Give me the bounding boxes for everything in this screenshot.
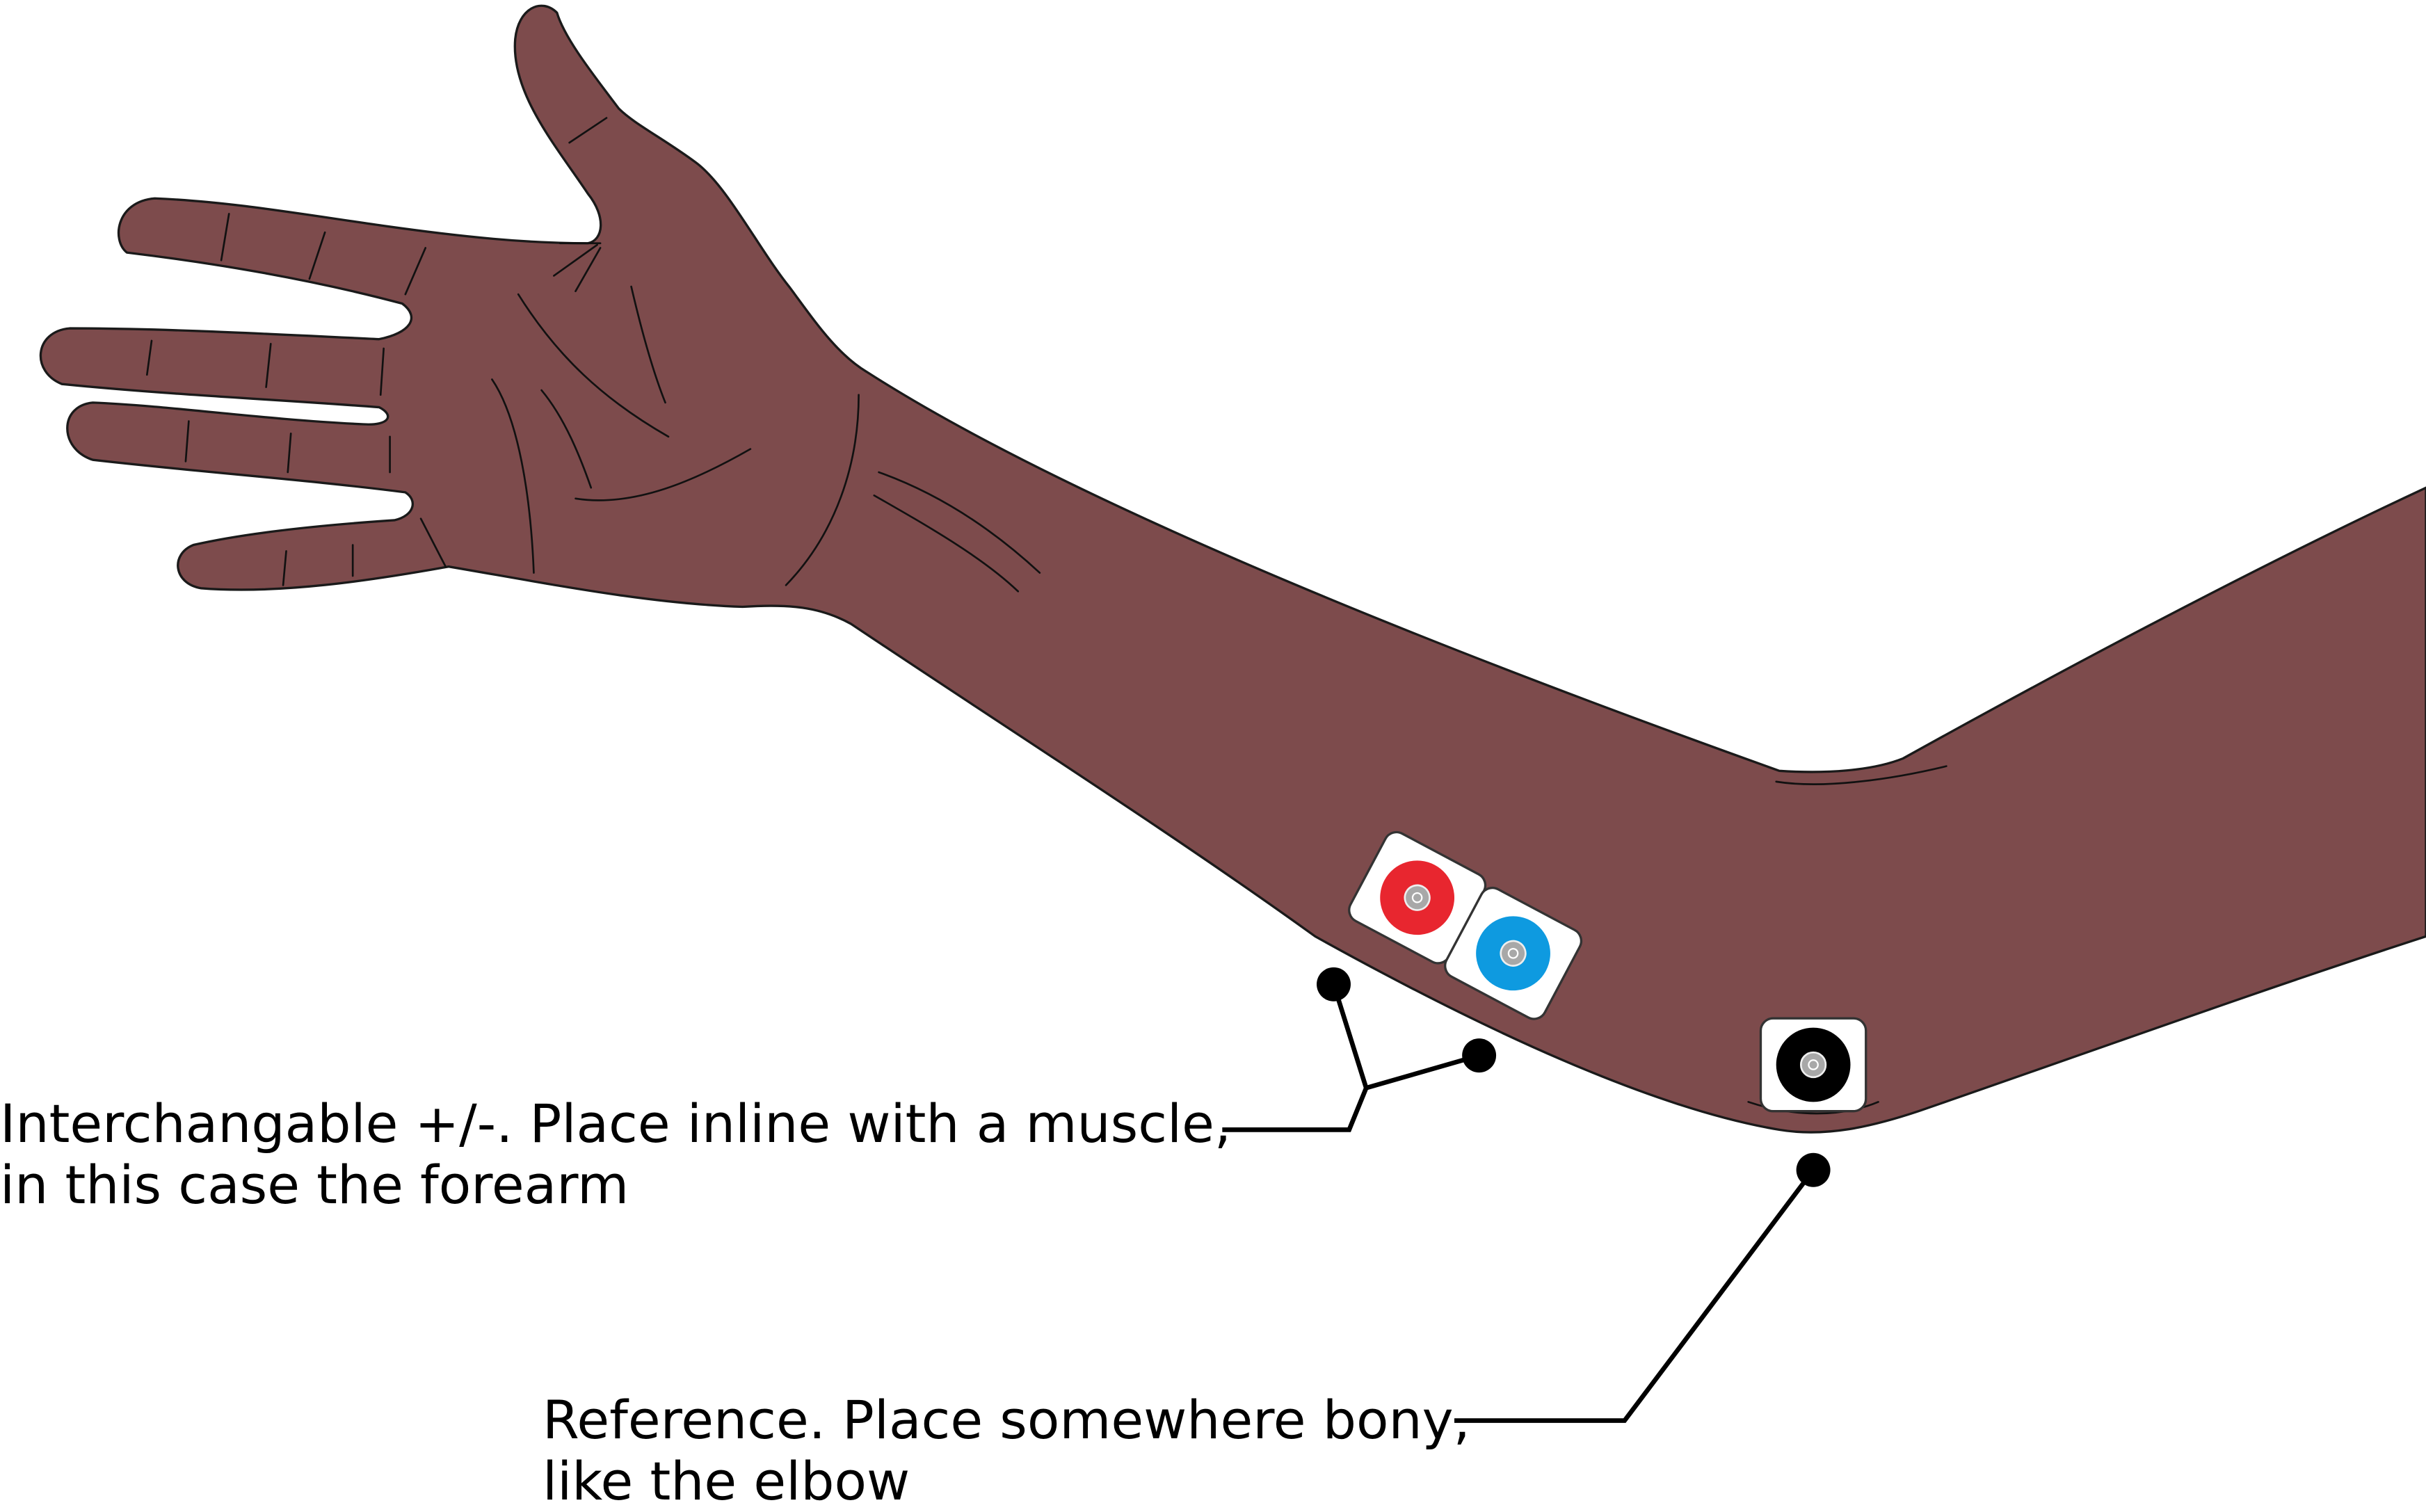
reference-electrode-label: Reference. Place somewhere bony, like th… [543, 1390, 1470, 1512]
reference-label-line-2: like the elbow [543, 1450, 910, 1512]
differential-electrode-label: Interchangable +/-. Place inline with a … [0, 1093, 1231, 1216]
leader-dot-positive [1317, 967, 1351, 1002]
leader-reference [1454, 1152, 1831, 1423]
leader-dot-reference [1796, 1152, 1831, 1187]
leader-differential [1222, 967, 1497, 1132]
arm-skin [39, 4, 2426, 1134]
differential-label-line-1: Interchangable +/-. Place inline with a … [0, 1093, 1232, 1155]
differential-label-line-2: in this case the forearm [0, 1154, 629, 1216]
reference-label-line-1: Reference. Place somewhere bony, [543, 1389, 1470, 1451]
arm-illustration [39, 4, 2426, 1134]
leader-dot-negative [1462, 1038, 1497, 1073]
electrode-reference [1759, 1017, 1867, 1113]
electrode-positive [1348, 830, 1487, 965]
electrode-negative [1444, 886, 1583, 1020]
skin-creases [145, 117, 1947, 1115]
